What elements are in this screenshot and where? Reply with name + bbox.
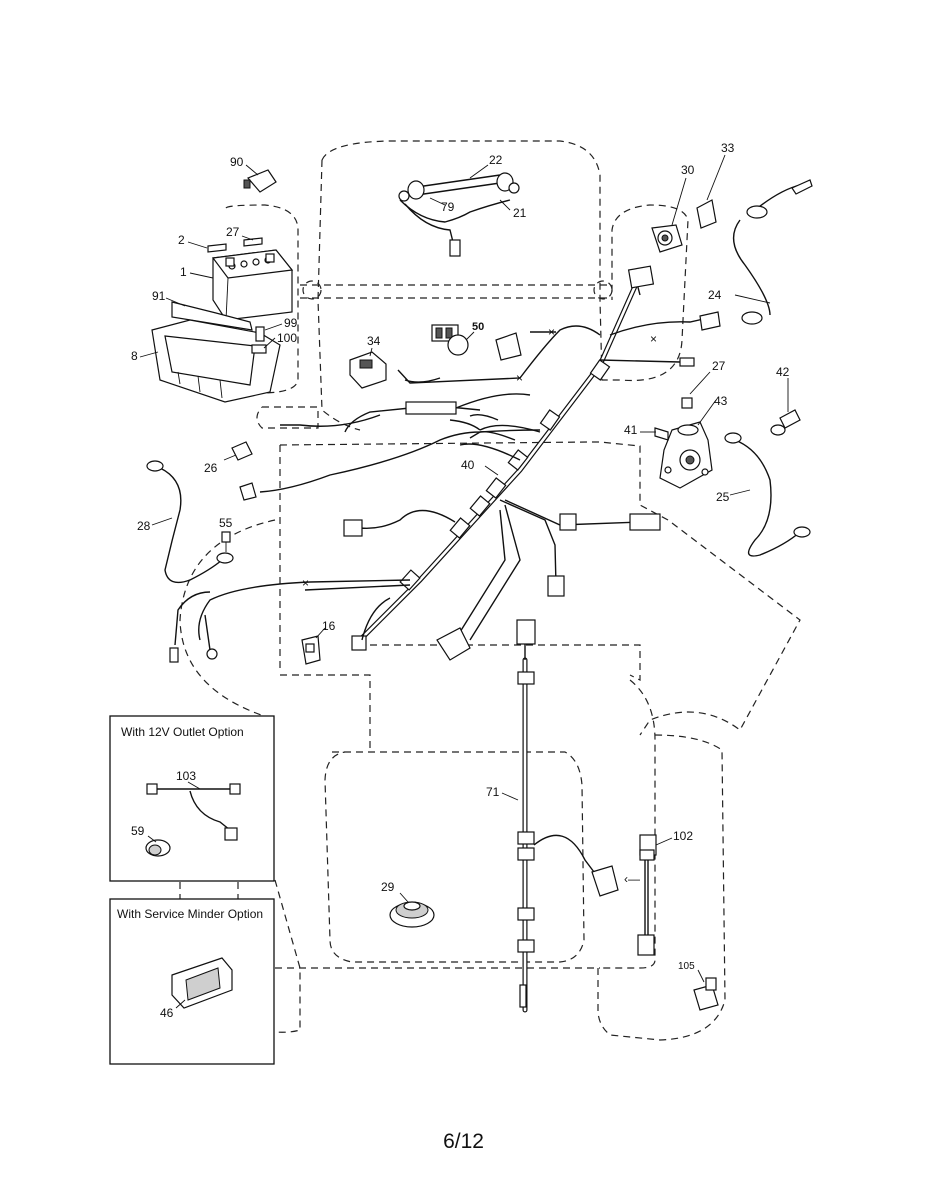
callout-50: 50 [472,321,484,333]
cable-25 [724,432,811,557]
callout-21: 21 [513,206,527,220]
callout-8: 8 [131,349,138,363]
callout-102: 102 [673,829,693,843]
battery-tray [139,297,283,403]
callout-22: 22 [489,153,503,167]
callout-30: 30 [681,163,695,177]
callout-42: 42 [776,365,790,379]
svg-text:×: × [548,325,555,339]
callout-34: 34 [367,334,381,348]
harness-71 [501,619,619,1013]
part-16 [301,627,326,665]
page-number: 6/12 [443,1130,484,1153]
callout-43: 43 [714,394,728,408]
callout-29: 29 [381,880,395,894]
callout-2: 2 [178,233,185,247]
callout-90: 90 [230,155,244,169]
svg-text:‹—: ‹— [624,872,640,886]
callout-1: 1 [180,265,187,279]
main-harness: × × × × [198,265,721,661]
callout-41: 41 [624,423,638,437]
callout-27-terminal: 27 [712,359,726,373]
callout-40: 40 [461,458,475,472]
callout-16: 16 [322,619,336,633]
switch-34 [349,347,387,389]
battery-tray-outline [225,204,299,394]
hood-outline [321,140,689,382]
callout-79: 79 [441,200,455,214]
callout-28: 28 [137,519,151,533]
starter-solenoid [640,371,801,489]
cable-24 [732,179,813,325]
service-option-title: With Service Minder Option [117,907,263,921]
battery [187,235,294,321]
callout-91: 91 [152,289,166,303]
callout-71: 71 [486,785,500,799]
outlet-option-box: With 12V Outlet Option [109,715,275,882]
callout-100: 100 [277,331,297,345]
callout-105: 105 [678,961,695,972]
switch-50 [431,324,522,361]
callout-55: 55 [219,516,233,530]
svg-text:×: × [302,576,309,590]
headlight-harness [398,164,520,257]
callout-25: 25 [716,490,730,504]
seat-outline [324,751,585,963]
svg-text:×: × [650,332,657,346]
part-105 [693,969,719,1011]
callout-labels: 90 22 79 21 30 33 2 27 1 91 99 100 8 34 … [131,141,790,1020]
part-90-connector [243,164,277,193]
part-26 [223,441,257,501]
callout-103: 103 [176,769,196,783]
seat-switch [389,892,435,928]
callout-59: 59 [131,824,145,838]
cable-28 [146,460,234,584]
service-option-box: With Service Minder Option [109,898,275,1065]
callout-26: 26 [204,461,218,475]
outlet-option-title: With 12V Outlet Option [121,725,244,739]
callout-33: 33 [721,141,735,155]
part-33-plug [696,154,726,229]
svg-text:×: × [516,371,523,385]
ignition-switch [651,177,687,253]
part-102: ‹— [624,834,673,956]
callout-99: 99 [284,316,298,330]
callout-46: 46 [160,1006,174,1020]
part-55-bolt [169,531,231,663]
callout-24: 24 [708,288,722,302]
callout-27-battery: 27 [226,225,240,239]
